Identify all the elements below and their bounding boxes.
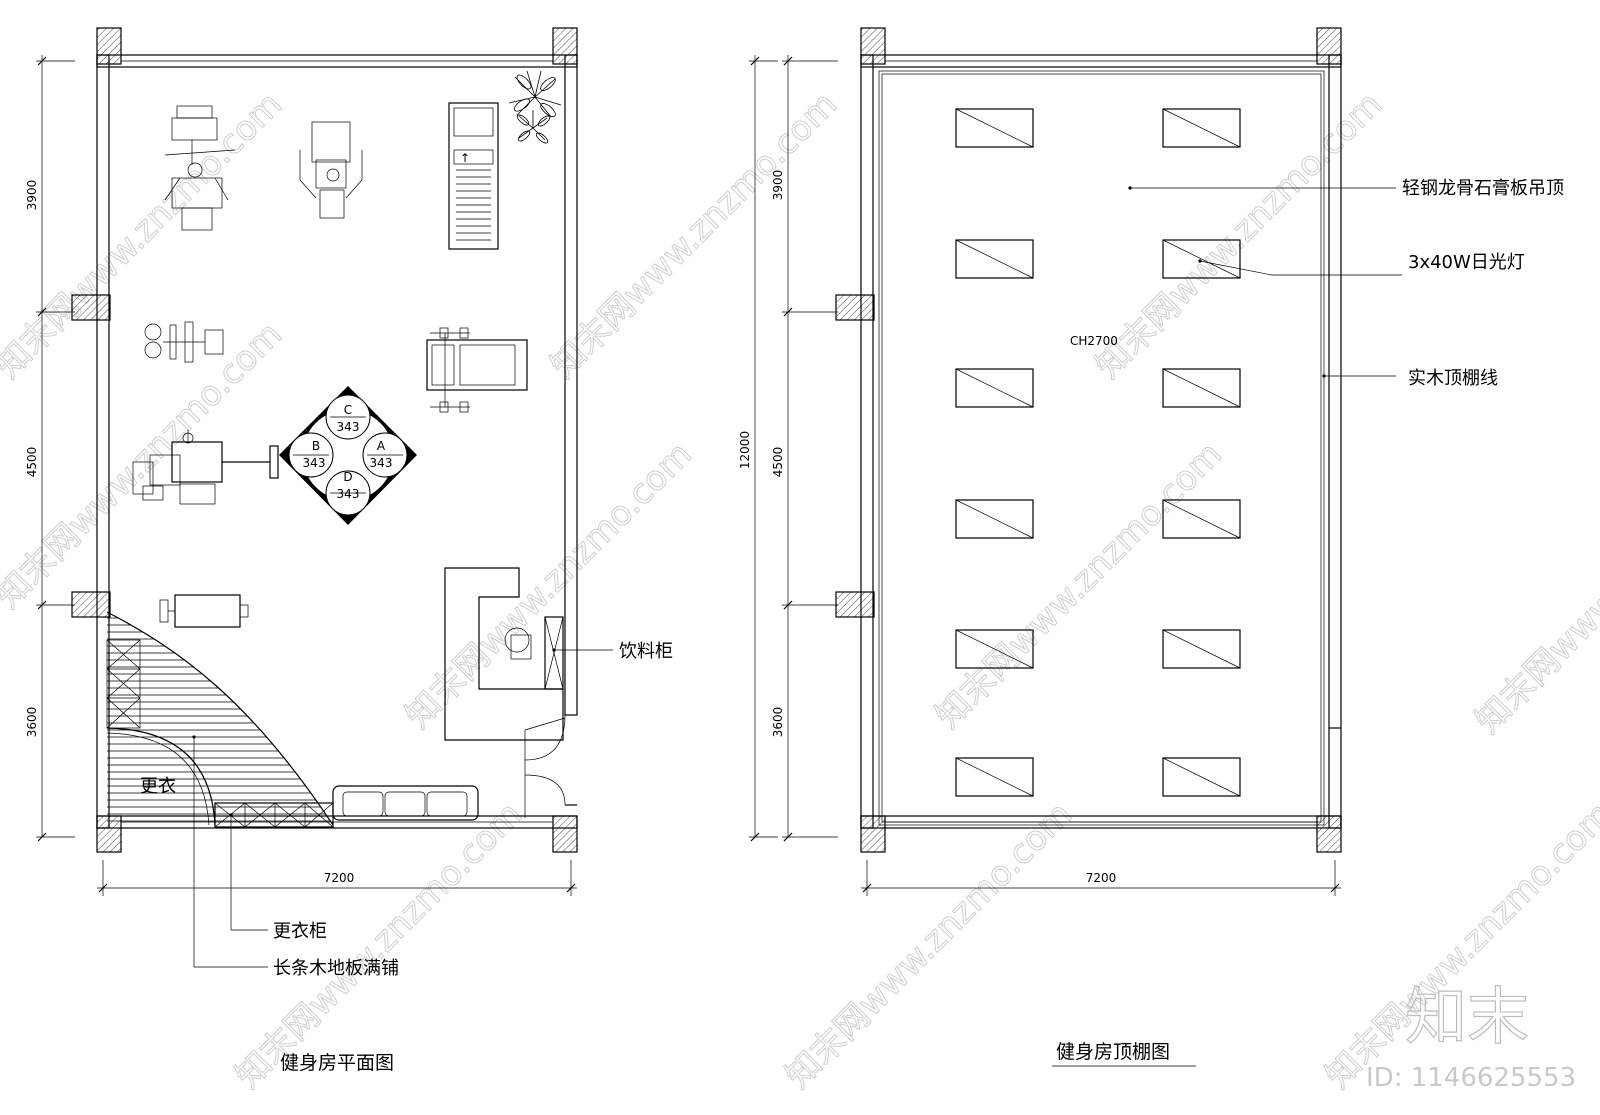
flat-bench [159,594,249,628]
room-label: 更衣 [140,776,176,797]
dim-label: 7200 [1086,871,1117,885]
fluorescent-light-icon [955,239,1034,279]
dim-label: 7200 [324,871,355,885]
flooring-label: 长条木地板满铺 [273,958,399,979]
dim-label: 3900 [25,180,39,211]
dumbbell-bench [144,321,224,363]
locker-row [214,802,334,828]
seat-number: 343 [337,420,360,434]
watermark: 知末网www.znzmo.com [1088,84,1390,386]
seat-letter: A [377,439,386,453]
weight-bench [426,327,528,413]
column [860,815,886,853]
plan-title: 健身房平面图 [280,1052,394,1074]
bar-counter [444,567,564,741]
wood-trim-label: 实木顶棚线 [1408,368,1498,389]
fluorescent-label: 3x40W日光灯 [1408,252,1525,273]
round-table: C 343 D 343 B 343 A 343 [279,386,417,525]
svg-text:↑: ↑ [460,151,470,165]
watermark-layer: 知末网www.znzmo.com 知末网www.znzmo.com 知末网www… [0,84,1600,1097]
fluorescent-light-icon [1162,757,1241,797]
changing-room: 更衣 [106,639,216,826]
column [1316,27,1342,65]
seat-letter: C [344,403,352,417]
fluorescent-light-icon [955,368,1034,408]
wall-left [860,54,874,829]
gypsum-ceiling-label: 轻钢龙骨石膏板吊顶 [1402,177,1564,199]
ceiling-height: CH2700 [1070,334,1118,348]
watermark: 知末网www.znzmo.com [398,434,700,736]
fluorescent-light-icon [1162,108,1241,148]
dim-label: 12000 [738,431,752,469]
ceiling-title: 健身房顶棚图 [1056,1041,1170,1063]
dim-label: 3600 [25,707,39,738]
seat-letter: B [312,439,320,453]
fluorescent-light-icon [955,757,1034,797]
column [96,27,122,65]
multi-station-machine [164,105,236,231]
column [71,591,111,618]
door [524,714,566,818]
dim-label: 3600 [771,707,785,738]
callouts: 更衣柜 长条木地板满铺 饮料柜 [192,641,673,979]
watermark: 知末网www.znzmo.com [778,794,1080,1096]
fluorescent-light-icon [1162,499,1241,539]
wood-trim-line [881,73,1322,823]
seat-number: 343 [370,456,393,470]
sofa [332,785,479,821]
ceiling-plan: CH2700 12000 3900 4500 3600 [738,27,1564,1067]
seat-number: 343 [303,456,326,470]
ceiling-callouts: 轻钢龙骨石膏板吊顶 3x40W日光灯 实木顶棚线 [1128,177,1564,389]
column [96,815,122,853]
fluorescent-light-icon [955,629,1034,669]
bottom-dimension: 7200 [97,860,577,896]
seat-letter: D [343,470,352,484]
fluorescent-light-icon [1162,629,1241,669]
watermark: 知末网www.znzmo.com [543,84,845,386]
watermark: 知末网www.znzmo.com [928,434,1230,736]
column [71,294,111,321]
floor-plan: 3900 4500 3600 7200 [25,27,673,1074]
column [552,815,578,853]
dim-label: 4500 [771,447,785,478]
strength-station [132,430,279,505]
column [552,27,578,65]
seat-number: 343 [337,487,360,501]
leg-machine [299,121,363,219]
drinks-cabinet-label: 饮料柜 [619,641,673,662]
treadmill: ↑ [448,102,499,250]
fluorescent-light-icon [955,108,1034,148]
dim-label: 3900 [771,170,785,201]
ceiling-dimension-chain: 12000 3900 4500 3600 7200 [738,55,1341,896]
column [860,27,886,65]
watermark-logo: 知末 [1405,980,1529,1053]
plant-icon [508,70,562,144]
fluorescent-light-icon [1162,239,1241,279]
locker-label: 更衣柜 [273,921,327,942]
column [835,294,875,321]
column [835,591,875,618]
watermark: 知末网www.znzmo.com [0,314,290,616]
fluorescent-light-icon [1162,368,1241,408]
dim-label: 4500 [25,447,39,478]
watermark-id: ID: 1146625553 [1366,1063,1576,1093]
column [1316,815,1342,853]
light-fixtures [955,108,1241,797]
fluorescent-light-icon [955,499,1034,539]
watermark: 知末网www.znzmo.com [1468,439,1600,741]
left-dimension-chain: 3900 4500 3600 [25,55,75,842]
